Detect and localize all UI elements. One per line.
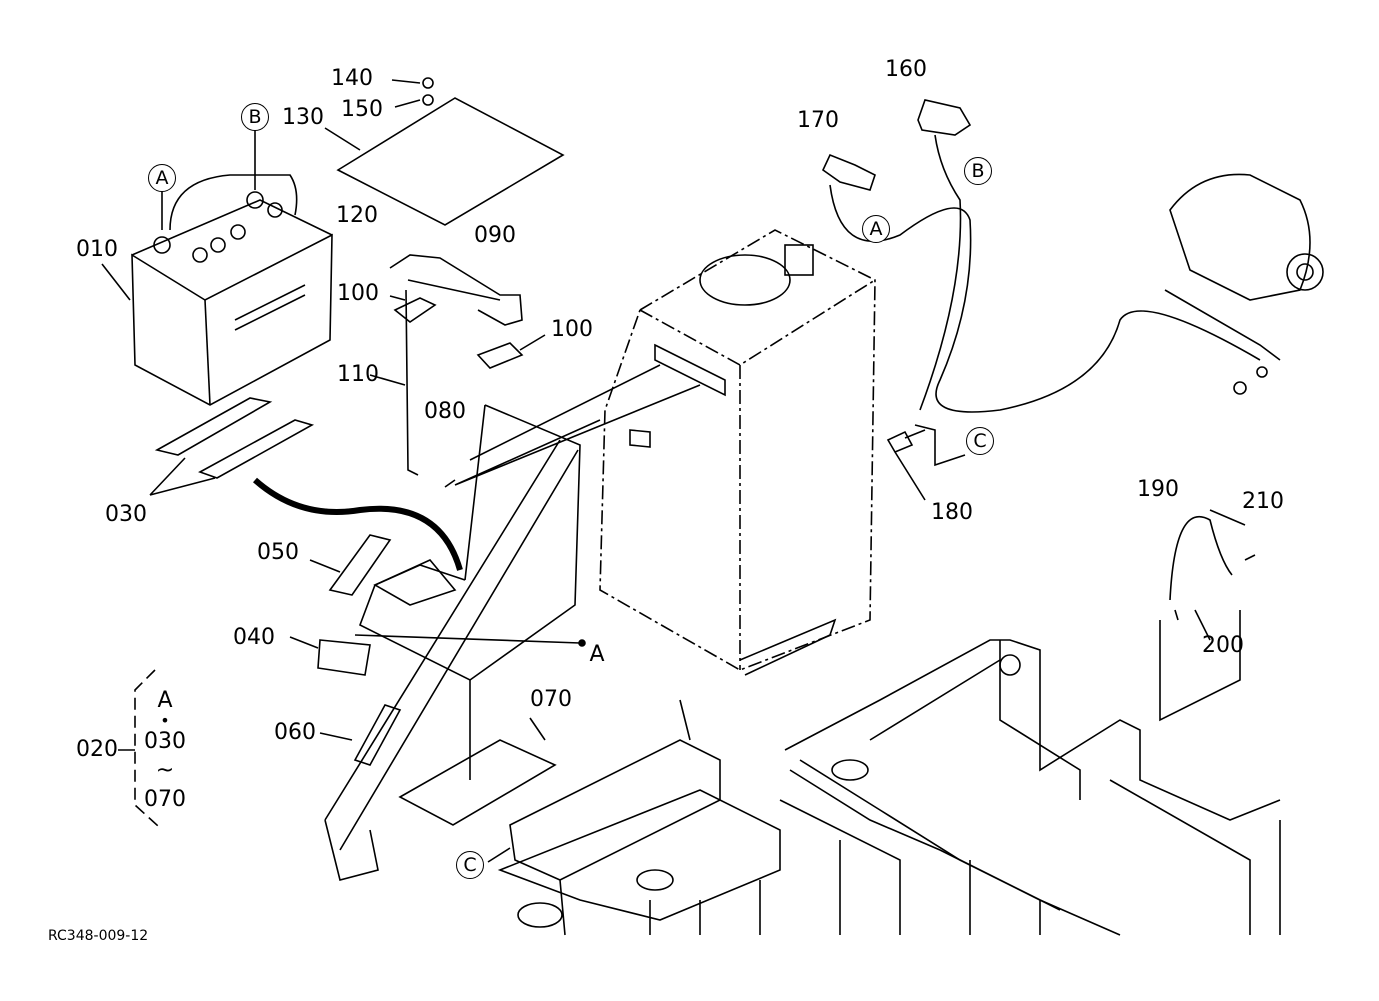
callout-210: 210 — [1242, 489, 1284, 514]
plate-030 — [154, 397, 315, 479]
starter-motor — [1164, 173, 1324, 395]
group-dot: • — [160, 711, 170, 730]
ref-circle-a: A — [148, 164, 176, 192]
callout-020: 020 — [76, 737, 118, 762]
callout-060: 060 — [274, 720, 316, 745]
callout-010: 010 — [76, 237, 118, 262]
callout-200: 200 — [1202, 633, 1244, 658]
callout-180: 180 — [931, 500, 973, 525]
callout-090: 090 — [474, 223, 516, 248]
callout-110: 110 — [337, 362, 379, 387]
rod-110 — [405, 289, 419, 476]
cable-160 — [919, 134, 962, 411]
callout-100: 100 — [337, 281, 379, 306]
hydraulic-tank — [599, 229, 876, 671]
install-arrow — [253, 477, 463, 571]
callout-050: 050 — [257, 540, 299, 565]
plate-070 — [398, 680, 557, 826]
callout-040: 040 — [233, 625, 275, 650]
ref-circle-c: C — [456, 851, 484, 879]
group-020-contents: A • 030 ~ 070 — [142, 686, 188, 814]
callout-100: 100 — [551, 317, 593, 342]
drawing-code: RC348-009-12 — [48, 928, 149, 944]
chassis-frame — [497, 639, 1281, 936]
callout-070: 070 — [530, 687, 572, 712]
ref-circle-c: C — [966, 427, 994, 455]
reference-point-a: A — [589, 642, 605, 667]
cable-190 — [1169, 515, 1233, 621]
ref-circle-b: B — [964, 157, 992, 185]
callout-170: 170 — [797, 108, 839, 133]
cover-130 — [336, 97, 565, 226]
ref-circle-b: B — [241, 103, 269, 131]
clamp-090 — [389, 254, 523, 326]
callout-190: 190 — [1137, 477, 1179, 502]
battery — [131, 174, 333, 406]
callout-160: 160 — [885, 57, 927, 82]
callout-140: 140 — [331, 66, 373, 91]
group-range: ~ — [155, 758, 175, 783]
group-to: 070 — [144, 787, 186, 812]
callout-030: 030 — [105, 502, 147, 527]
callout-120: 120 — [336, 203, 378, 228]
callout-150: 150 — [341, 97, 383, 122]
group-top: A — [157, 688, 173, 713]
callout-080: 080 — [424, 399, 466, 424]
battery-stand — [324, 404, 581, 881]
cable-170 — [829, 184, 1261, 413]
callout-130: 130 — [282, 105, 324, 130]
group-from: 030 — [144, 729, 186, 754]
ref-circle-a: A — [862, 215, 890, 243]
